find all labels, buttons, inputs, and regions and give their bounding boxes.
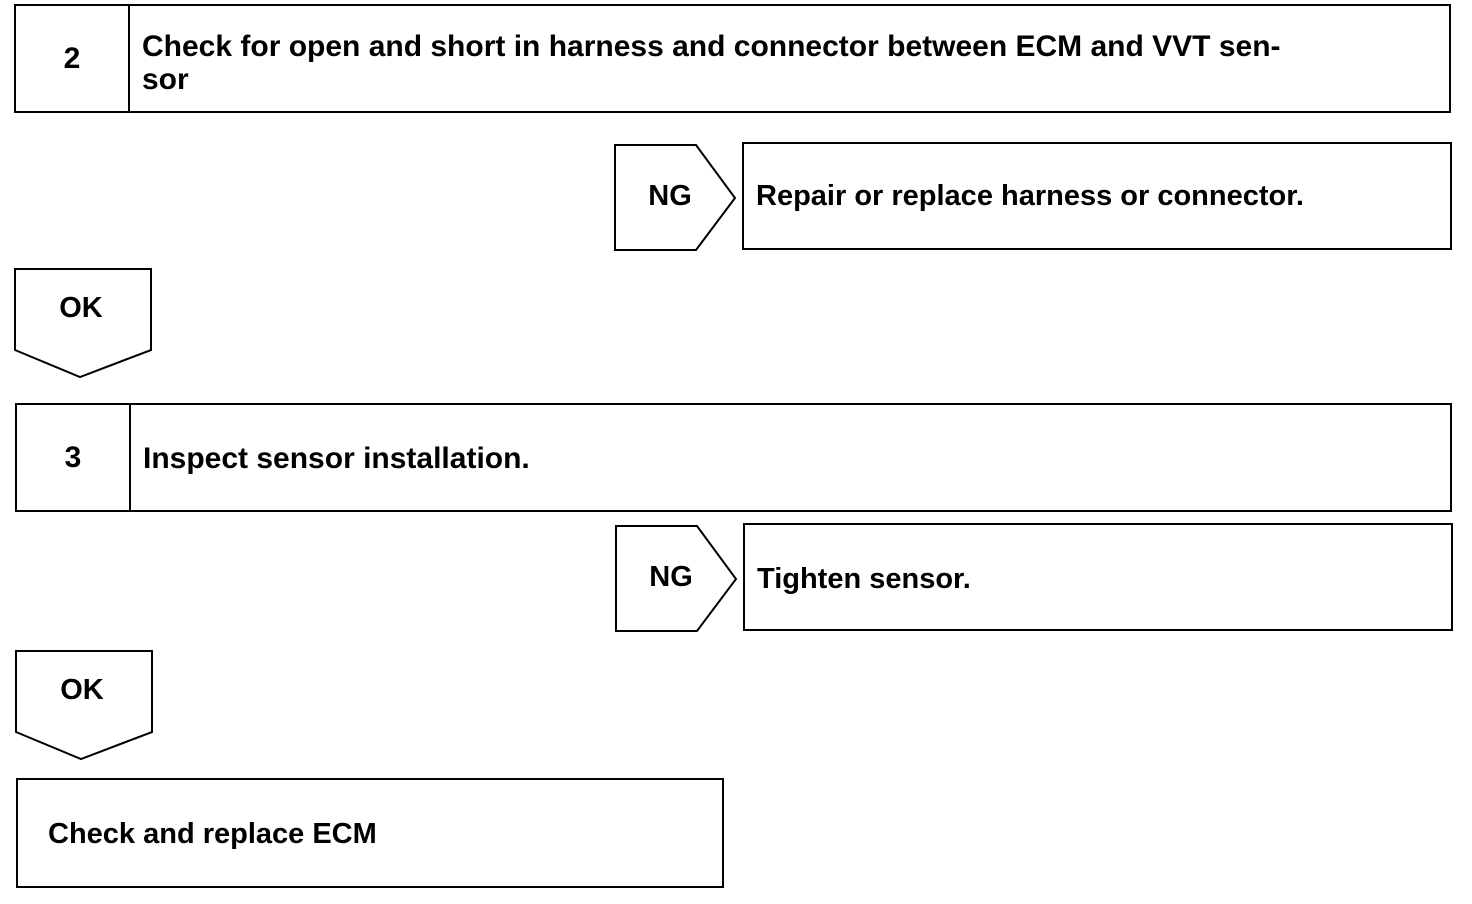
ok-arrow-shape	[15, 650, 153, 761]
step-2-ok-arrow: OK	[14, 268, 154, 380]
final-action-box: Check and replace ECM	[16, 778, 724, 888]
step-2-ng-label: NG	[648, 180, 692, 212]
step-3-ok-arrow: OK	[15, 650, 155, 762]
ng-arrow-shape	[615, 525, 738, 632]
step-2-text-line-1: Check for open and short in harness and …	[142, 30, 1281, 63]
step-3-box: 3 Inspect sensor installation.	[15, 403, 1452, 512]
step-3-ng-action-text: Tighten sensor.	[757, 563, 971, 595]
step-2-text-line-2: sor	[142, 63, 189, 96]
step-3-ng-label: NG	[649, 561, 693, 593]
step-3-text: Inspect sensor installation.	[143, 442, 530, 475]
step-2-box: 2 Check for open and short in harness an…	[14, 4, 1451, 113]
step-2-ng-action-text: Repair or replace harness or connector.	[756, 180, 1304, 212]
step-2-ng-action-box: Repair or replace harness or connector.	[742, 142, 1452, 250]
step-2-number: 2	[16, 6, 130, 111]
step-3-ok-label: OK	[60, 674, 104, 706]
step-2-ok-label: OK	[59, 292, 103, 324]
step-3-ng-action-box: Tighten sensor.	[743, 523, 1453, 631]
step-3-number: 3	[17, 405, 131, 510]
ng-arrow-shape	[614, 144, 737, 251]
step-2-ng-arrow: NG	[614, 144, 738, 252]
step-3-ng-arrow: NG	[615, 525, 739, 633]
ok-arrow-shape	[14, 268, 152, 379]
final-action-text: Check and replace ECM	[48, 818, 377, 850]
